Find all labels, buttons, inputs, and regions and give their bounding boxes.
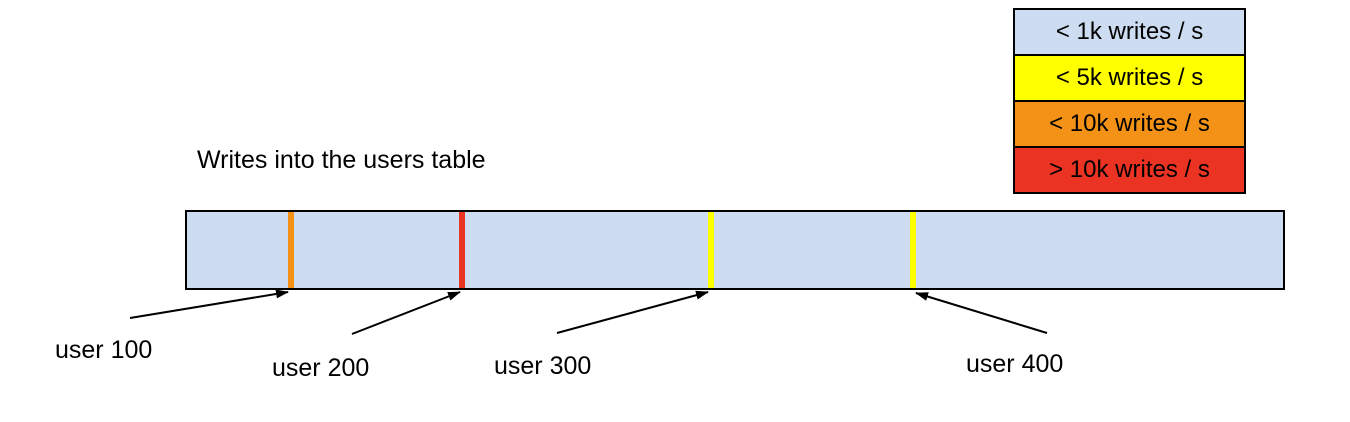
legend: < 1k writes / s < 5k writes / s < 10k writ…: [1013, 8, 1246, 194]
arrow-user-100: [129, 289, 289, 319]
user-label-user-300: user 300: [494, 352, 592, 380]
legend-row-2: < 5k writes / s: [1013, 54, 1246, 102]
write-marker-user-200: [459, 212, 465, 288]
user-label-user-200: user 200: [272, 354, 370, 382]
legend-label: < 10k writes / s: [1049, 110, 1210, 137]
legend-label: < 5k writes / s: [1055, 64, 1204, 91]
legend-label: > 10k writes / s: [1049, 156, 1210, 183]
diagram-title: Writes into the users table: [197, 146, 486, 174]
user-label-user-100: user 100: [55, 336, 153, 364]
write-marker-user-300: [708, 212, 714, 288]
user-label-user-400: user 400: [966, 350, 1064, 378]
legend-row-3: < 10k writes / s: [1013, 100, 1246, 148]
arrow-user-300: [556, 290, 709, 334]
arrow-user-200: [351, 291, 461, 335]
write-marker-user-100: [288, 212, 294, 288]
legend-row-1: < 1k writes / s: [1013, 8, 1246, 56]
legend-label: < 1k writes / s: [1055, 18, 1204, 45]
legend-row-4: > 10k writes / s: [1013, 146, 1246, 194]
arrow-user-400: [915, 292, 1048, 334]
users-table-bar: [185, 210, 1285, 290]
write-marker-user-400: [910, 212, 916, 288]
